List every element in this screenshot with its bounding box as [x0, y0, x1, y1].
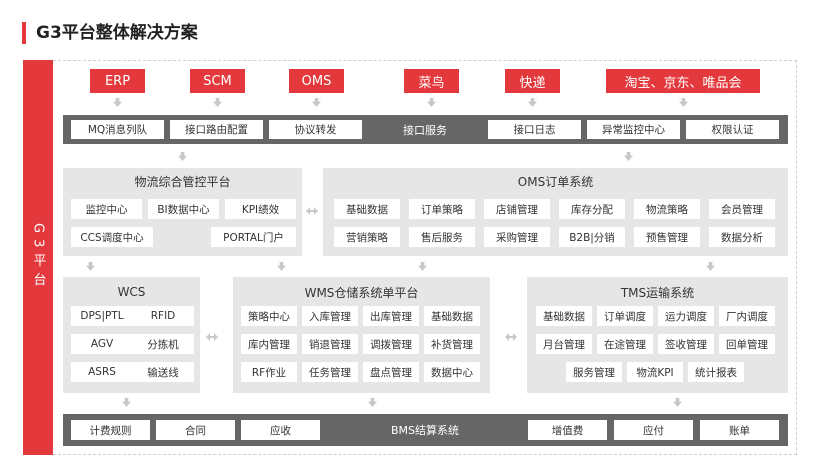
bidirectional-arrow-icon: [306, 207, 318, 215]
interface-item: 接口日志: [488, 120, 581, 139]
tms-item: 服务管理: [566, 362, 622, 382]
bms-item: 增值费: [528, 420, 607, 440]
down-arrow-icon: [706, 262, 715, 271]
bidirectional-arrow-icon: [505, 333, 517, 341]
interface-item: MQ消息列队: [71, 120, 164, 139]
oms-panel-title: OMS订单系统: [517, 174, 594, 189]
source-cainiao: 菜鸟: [404, 69, 459, 93]
bms-system-label: BMS结算系统: [390, 424, 460, 437]
tms-item: 签收管理: [658, 334, 714, 354]
source-ecommerce: 淘宝、京东、唯品会: [606, 69, 760, 93]
source-scm: SCM: [190, 69, 245, 93]
interface-service-label: 接口服务: [403, 123, 447, 137]
logistics-item: CCS调度中心: [71, 227, 153, 247]
wms-panel-title: WMS仓储系统单平台: [304, 285, 419, 300]
bms-item: 应付: [614, 420, 693, 440]
wcs-item: AGV: [71, 334, 133, 354]
bms-item: 账单: [700, 420, 779, 440]
wcs-item: 分拣机: [132, 334, 194, 354]
source-express: 快递: [505, 69, 560, 93]
tms-item: 订单调度: [597, 306, 653, 326]
source-oms: OMS: [289, 69, 344, 93]
tms-panel-title: TMS运输系统: [620, 285, 695, 300]
side-label: G3平台: [30, 223, 46, 292]
down-arrow-icon: [277, 262, 286, 271]
tms-item: 统计报表: [688, 362, 744, 382]
wms-item: 策略中心: [241, 306, 297, 326]
wcs-item: DPS|PTL: [71, 306, 133, 326]
side-label-bar: G3平台: [23, 60, 53, 455]
bms-item: 计费规则: [71, 420, 150, 440]
down-arrow-icon: [427, 98, 436, 107]
tms-item: 在途管理: [597, 334, 653, 354]
down-arrow-icon: [312, 98, 321, 107]
wcs-item: ASRS: [71, 362, 133, 382]
bidirectional-arrow-icon: [206, 333, 218, 341]
oms-item: 基础数据: [334, 199, 400, 219]
oms-item: 采购管理: [484, 227, 550, 247]
wms-item: 销退管理: [302, 334, 358, 354]
oms-item: 营销策略: [334, 227, 400, 247]
interface-item: 协议转发: [269, 120, 362, 139]
down-arrow-icon: [679, 98, 688, 107]
down-arrow-icon: [368, 398, 377, 407]
interface-item: 权限认证: [686, 120, 779, 139]
wms-item: 任务管理: [302, 362, 358, 382]
page-title: G3平台整体解决方案: [36, 23, 198, 43]
down-arrow-icon: [624, 152, 633, 161]
tms-item: 月台管理: [536, 334, 592, 354]
wcs-item: 输送线: [132, 362, 194, 382]
wms-item: 库内管理: [241, 334, 297, 354]
interface-item: 接口路由配置: [170, 120, 263, 139]
tms-item: 厂内调度: [719, 306, 775, 326]
tms-item: 基础数据: [536, 306, 592, 326]
oms-item: 物流策略: [634, 199, 700, 219]
oms-item: B2B|分销: [559, 227, 625, 247]
title-accent-bar: [22, 22, 26, 44]
down-arrow-icon: [673, 398, 682, 407]
oms-item: 预售管理: [634, 227, 700, 247]
down-arrow-icon: [86, 262, 95, 271]
down-arrow-icon: [178, 152, 187, 161]
tms-item: 物流KPI: [627, 362, 683, 382]
logistics-item: KPI绩效: [225, 199, 296, 219]
bms-item: 应收: [241, 420, 320, 440]
logistics-item: 监控中心: [71, 199, 142, 219]
wms-item: 调拨管理: [363, 334, 419, 354]
tms-item: 回单管理: [719, 334, 775, 354]
oms-item: 数据分析: [709, 227, 775, 247]
wms-item: RF作业: [241, 362, 297, 382]
logistics-panel-title: 物流综合管控平台: [134, 174, 231, 189]
wms-item: 出库管理: [363, 306, 419, 326]
logistics-item: BI数据中心: [148, 199, 219, 219]
oms-item: 库存分配: [559, 199, 625, 219]
oms-item: 订单策略: [409, 199, 475, 219]
tms-item: 运力调度: [658, 306, 714, 326]
wms-item: 补货管理: [424, 334, 480, 354]
oms-item: 店铺管理: [484, 199, 550, 219]
down-arrow-icon: [528, 98, 537, 107]
down-arrow-icon: [113, 98, 122, 107]
wms-item: 基础数据: [424, 306, 480, 326]
bms-item: 合同: [156, 420, 235, 440]
oms-item: 售后服务: [409, 227, 475, 247]
down-arrow-icon: [213, 98, 222, 107]
wms-item: 入库管理: [302, 306, 358, 326]
wms-item: 数据中心: [424, 362, 480, 382]
wcs-item: RFID: [132, 306, 194, 326]
logistics-item: PORTAL门户: [211, 227, 296, 247]
interface-item: 异常监控中心: [587, 120, 680, 139]
source-erp: ERP: [90, 69, 145, 93]
down-arrow-icon: [418, 262, 427, 271]
oms-item: 会员管理: [709, 199, 775, 219]
down-arrow-icon: [122, 398, 131, 407]
wms-item: 盘点管理: [363, 362, 419, 382]
wcs-panel-title: WCS: [117, 285, 146, 299]
